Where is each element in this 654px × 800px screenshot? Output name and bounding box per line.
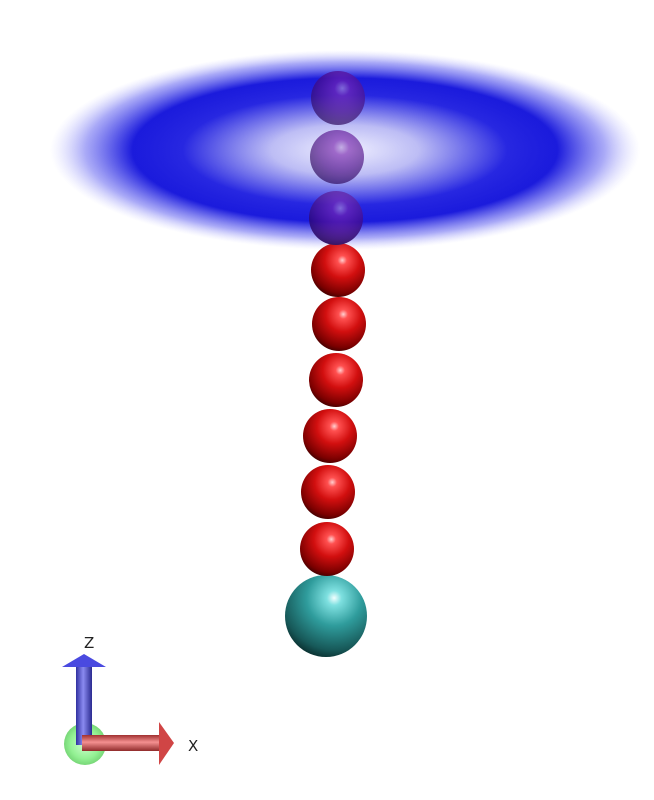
x-axis-label: X (188, 737, 198, 755)
x-axis-shaft (82, 735, 161, 751)
terminal-bead (285, 575, 367, 657)
chain-bead (309, 353, 363, 407)
z-axis-shaft (76, 665, 92, 745)
chain-bead (303, 409, 357, 463)
chain-bead (300, 522, 354, 576)
x-axis-arrowhead (159, 722, 174, 765)
chain-bead (312, 297, 366, 351)
axes-indicator: Z X (62, 634, 198, 765)
chain-bead (311, 243, 365, 297)
z-axis-label: Z (84, 634, 94, 652)
z-axis-arrowhead (62, 654, 106, 667)
membrane-overlay (50, 50, 640, 250)
chain-bead (301, 465, 355, 519)
